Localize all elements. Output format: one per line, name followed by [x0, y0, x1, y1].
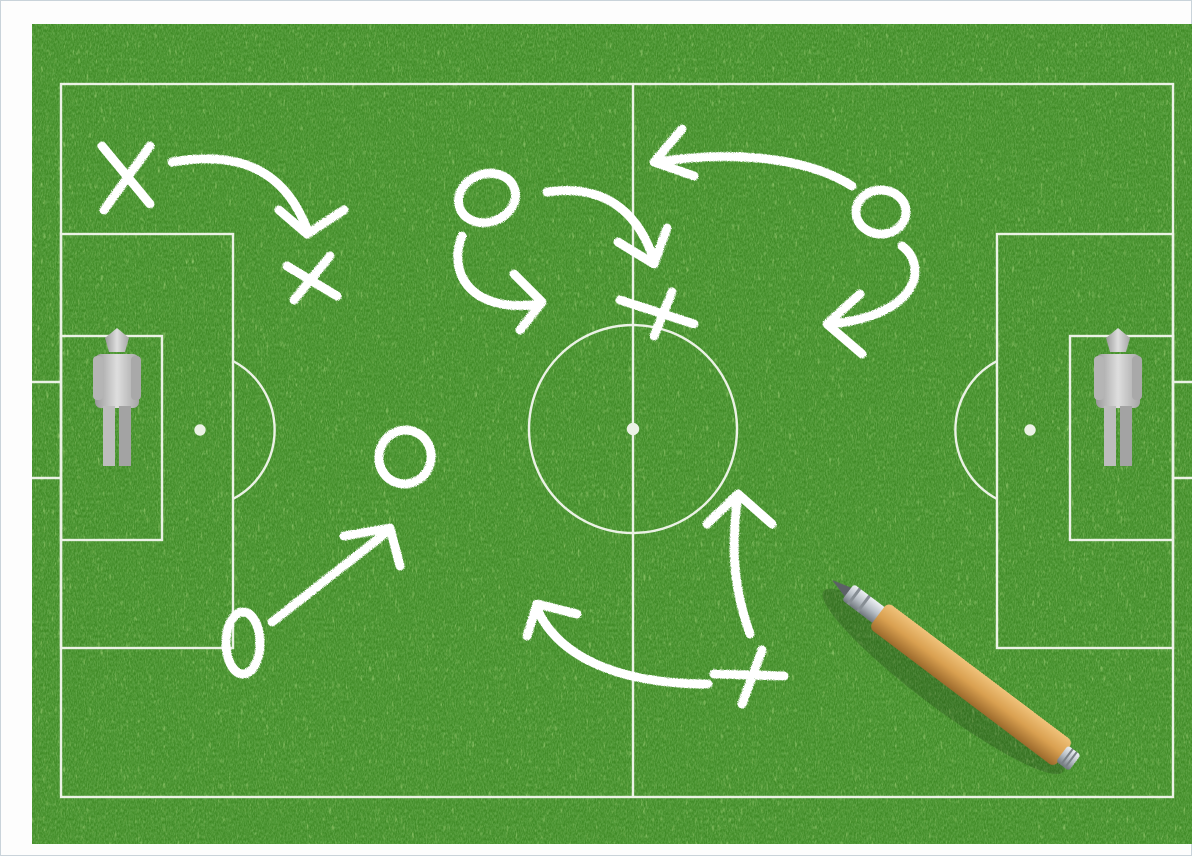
- tactics-board-svg: [32, 24, 1192, 844]
- right-penalty-spot: [1026, 426, 1035, 435]
- left-penalty-spot: [196, 426, 205, 435]
- center-spot: [628, 424, 638, 434]
- grass-tactics-photo: [32, 24, 1192, 844]
